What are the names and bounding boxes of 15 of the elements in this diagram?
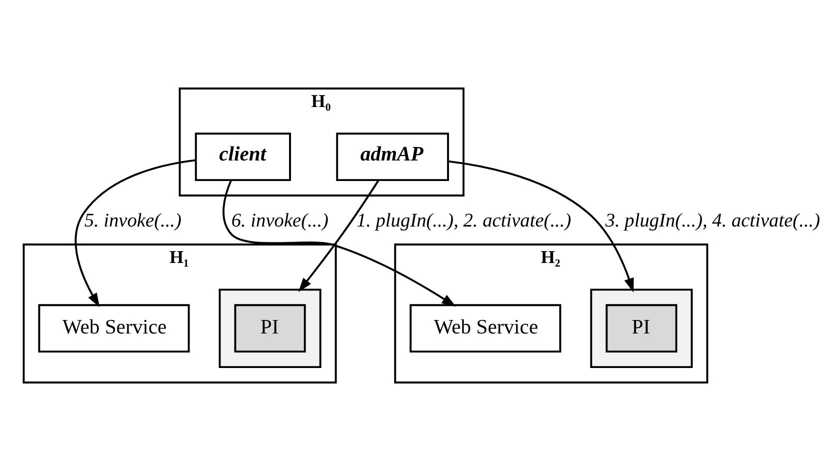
edge-label: 1. plugIn(...), 2. activate(...) — [356, 210, 572, 231]
node-box: admAP — [336, 132, 449, 181]
edge-label: 5. invoke(...) — [84, 210, 182, 231]
node-box: Web Service — [38, 304, 190, 352]
node-box: PI — [606, 304, 678, 352]
arrow — [222, 179, 456, 306]
arrow — [448, 160, 634, 292]
cluster — [218, 288, 322, 368]
node-box: client — [194, 132, 291, 181]
node-box: PI — [234, 304, 306, 352]
arrow — [298, 179, 380, 292]
edge-label: 6. invoke(...) — [231, 210, 328, 231]
node-box: Web Service — [410, 304, 562, 352]
edge-label: 3. plugIn(...), 4. activate(...) — [605, 210, 820, 231]
cluster — [590, 288, 693, 368]
